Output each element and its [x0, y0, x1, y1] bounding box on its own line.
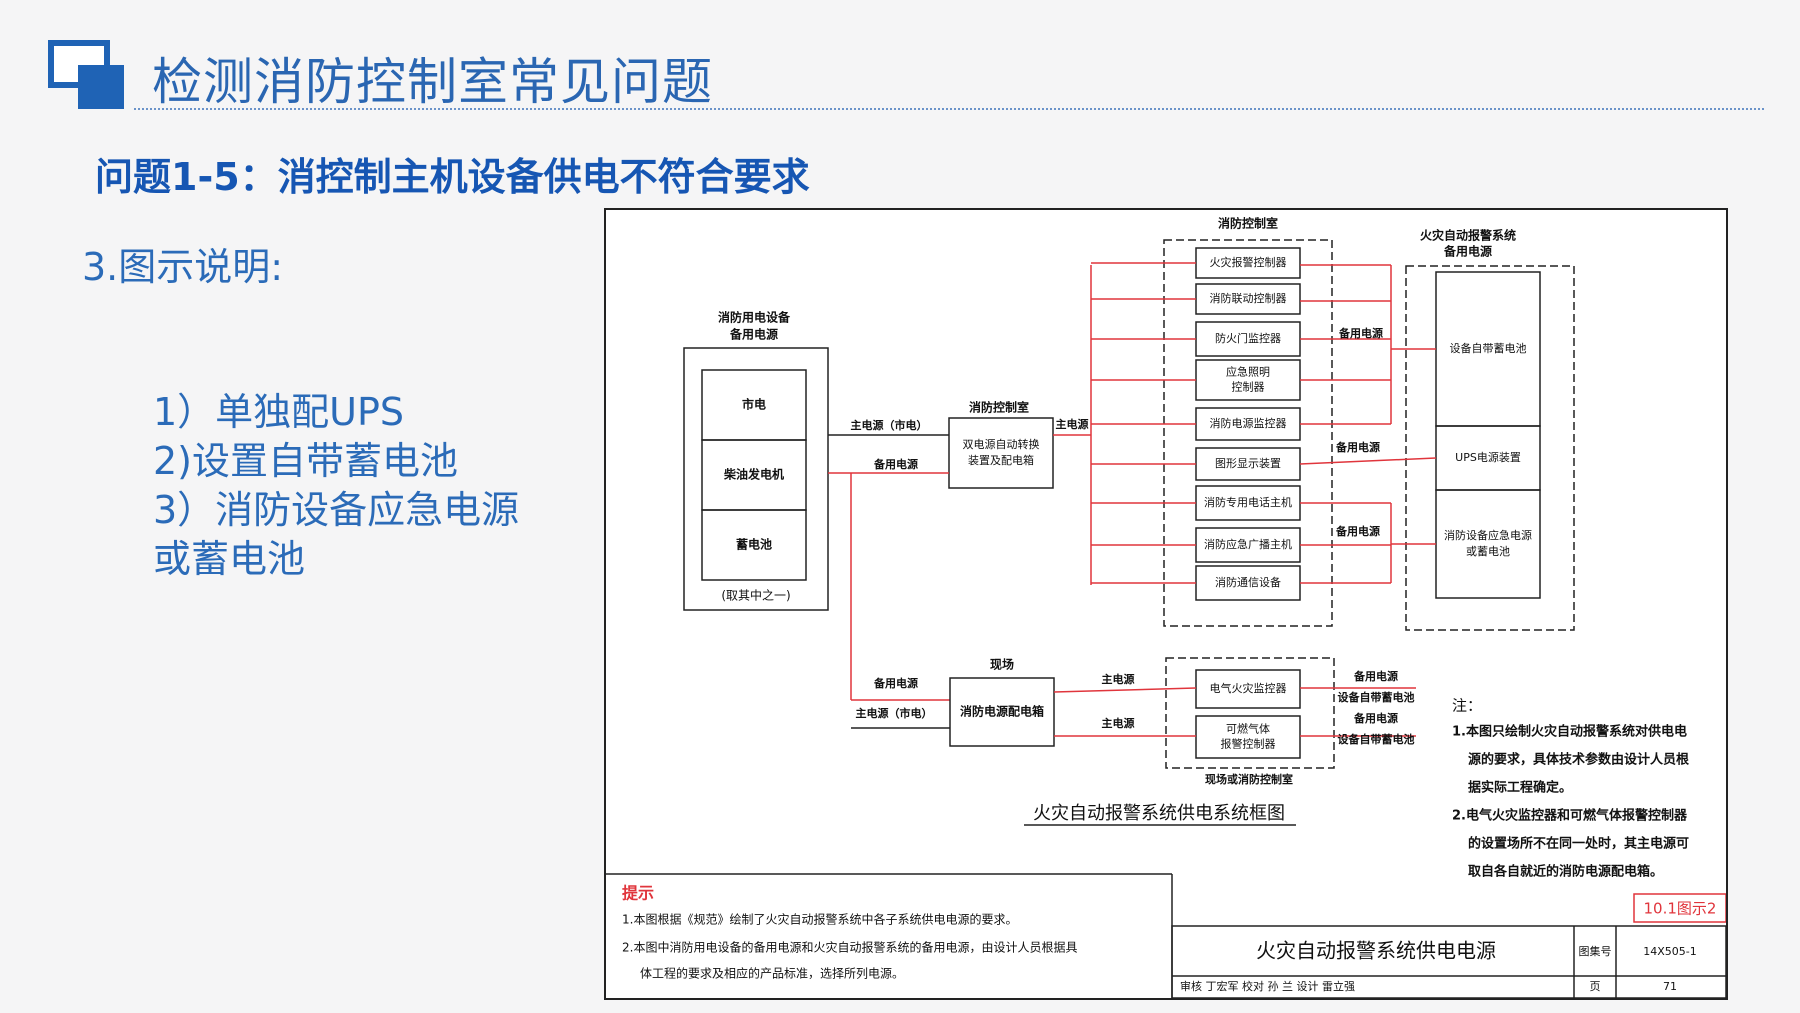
site-device-label: 可燃气体	[1226, 722, 1270, 736]
left-source-label: 蓄电池	[736, 537, 772, 552]
switch-box-label: 装置及配电箱	[968, 453, 1034, 467]
title-block-signatures: 审核 丁宏军 校对 孙 兰 设计 雷立强	[1180, 979, 1355, 993]
site-group-title: 现场	[990, 658, 1014, 672]
site-box-label: 消防电源配电箱	[960, 704, 1044, 719]
title-block-value: 14X505-1	[1643, 945, 1697, 958]
right-source-box	[1435, 489, 1541, 599]
title-block-title: 火灾自动报警系统供电电源	[1256, 939, 1496, 963]
site-device-label: 报警控制器	[1221, 737, 1276, 751]
site-main-feed	[1053, 687, 1197, 693]
title-block-label: 页	[1590, 980, 1601, 993]
left-group-frame	[683, 347, 829, 611]
link-label: 主电源	[1056, 417, 1089, 431]
logo-icon-front	[78, 65, 124, 109]
solution-list: 1）单独配UPS 2)设置自带蓄电池 3）消防设备应急电源 或蓄电池	[153, 388, 573, 584]
solution-item: 3）消防设备应急电源	[153, 488, 520, 532]
switch-group-title: 消防控制室	[969, 400, 1029, 415]
title-divider	[134, 108, 1764, 110]
control-device-label: 消防电源监控器	[1210, 416, 1287, 430]
tips-line: 1.本图根据《规范》绘制了火灾自动报警系统中各子系统供电电源的要求。	[622, 912, 1017, 927]
link-label: 备用电源	[873, 676, 918, 690]
right-source-label: UPS电源装置	[1455, 450, 1521, 464]
control-device-label: 消防专用电话主机	[1204, 495, 1292, 509]
left-source-label: 柴油发电机	[723, 467, 784, 482]
notes-line: 1.本图只绘制火灾自动报警系统对供电电	[1452, 724, 1687, 740]
left-group-note: (取其中之一)	[721, 588, 790, 603]
title-block-value: 71	[1663, 980, 1677, 993]
question-heading: 问题1-5：消控制主机设备供电不符合要求	[95, 155, 810, 199]
left-group-title: 消防用电设备	[718, 310, 791, 325]
figure-badge-frame	[1633, 893, 1726, 923]
right-group-frame	[1405, 265, 1575, 631]
link-label: 备用电源	[873, 457, 918, 471]
control-device-label: 防火门监控器	[1215, 331, 1281, 345]
page-title: 检测消防控制室常见问题	[152, 53, 713, 111]
control-device-label: 应急照明	[1226, 365, 1270, 379]
right-group-title: 备用电源	[1443, 244, 1492, 259]
link-label: 备用电源	[1353, 669, 1398, 683]
solution-item: 1）单独配UPS	[153, 390, 405, 434]
link-label: 设备自带蓄电池	[1338, 690, 1415, 704]
left-source-box	[701, 509, 807, 581]
tips-line: 体工程的要求及相应的产品标准，选择所列电源。	[640, 966, 904, 981]
link-label: 备用电源	[1335, 524, 1380, 538]
link-label: 主电源	[1102, 672, 1135, 686]
notes-line: 2.电气火灾监控器和可燃气体报警控制器	[1452, 808, 1688, 824]
right-source-label: 设备自带蓄电池	[1450, 341, 1527, 355]
figure-badge: 10.1图示2	[1644, 900, 1717, 918]
link-label: 主电源（市电）	[856, 706, 933, 720]
solution-item: 或蓄电池	[153, 537, 306, 581]
site-device-box	[1195, 715, 1301, 759]
link-label: 备用电源	[1353, 711, 1398, 725]
notes-heading: 注：	[1452, 697, 1482, 715]
notes-line: 取自各自就近的消防电源配电箱。	[1468, 864, 1663, 880]
link-label: 备用电源	[1335, 440, 1380, 454]
left-group-title: 备用电源	[729, 327, 778, 342]
site-device-box	[1195, 669, 1301, 709]
control-device-label: 消防联动控制器	[1210, 291, 1287, 305]
control-device-label: 图形显示装置	[1215, 457, 1281, 470]
notes-line: 据实际工程确定。	[1468, 780, 1572, 796]
site-device-label: 电气火灾监控器	[1210, 681, 1287, 695]
power-supply-figure: 消防用电设备备用电源市电柴油发电机蓄电池(取其中之一)消防控制室双电源自动转换装…	[604, 208, 1728, 1000]
diagram-caption: 火灾自动报警系统供电系统框图	[1033, 803, 1285, 824]
switch-box-label: 双电源自动转换	[963, 437, 1040, 451]
tips-line: 2.本图中消防用电设备的备用电源和火灾自动报警系统的备用电源，由设计人员根据具	[622, 940, 1077, 955]
site-box	[949, 677, 1055, 747]
link-label: 主电源（市电）	[851, 418, 928, 432]
notes-line: 源的要求，具体技术参数由设计人员根	[1468, 752, 1690, 768]
site-devices-frame	[1165, 657, 1335, 769]
solution-item: 2)设置自带蓄电池	[153, 439, 459, 483]
right-group-title: 火灾自动报警系统	[1420, 228, 1516, 243]
section-heading: 3.图示说明:	[82, 245, 284, 289]
title-block-label: 图集号	[1579, 944, 1612, 958]
link-label: 设备自带蓄电池	[1338, 732, 1415, 746]
switch-box	[948, 417, 1054, 489]
control-room-title: 消防控制室	[1218, 216, 1278, 231]
control-room-frame	[1163, 239, 1333, 627]
power-supply-diagram: 消防用电设备备用电源市电柴油发电机蓄电池(取其中之一)消防控制室双电源自动转换装…	[606, 216, 1726, 998]
notes-line: 的设置场所不在同一处时，其主电源可	[1468, 836, 1689, 852]
tips-heading: 提示	[622, 884, 654, 903]
site-devices-caption: 现场或消防控制室	[1205, 772, 1293, 786]
control-device-label: 火灾报警控制器	[1210, 255, 1287, 269]
right-source-label: 或蓄电池	[1466, 545, 1510, 558]
control-device-label: 控制器	[1232, 380, 1265, 394]
control-device-label: 消防通信设备	[1215, 575, 1281, 589]
control-device-label: 消防应急广播主机	[1204, 537, 1292, 551]
left-source-label: 市电	[742, 397, 766, 412]
right-source-label: 消防设备应急电源	[1444, 528, 1532, 542]
link-label: 主电源	[1102, 716, 1135, 730]
link-label: 备用电源	[1338, 326, 1383, 340]
backup-feed	[1299, 457, 1437, 465]
title-block-frame	[1171, 925, 1726, 998]
